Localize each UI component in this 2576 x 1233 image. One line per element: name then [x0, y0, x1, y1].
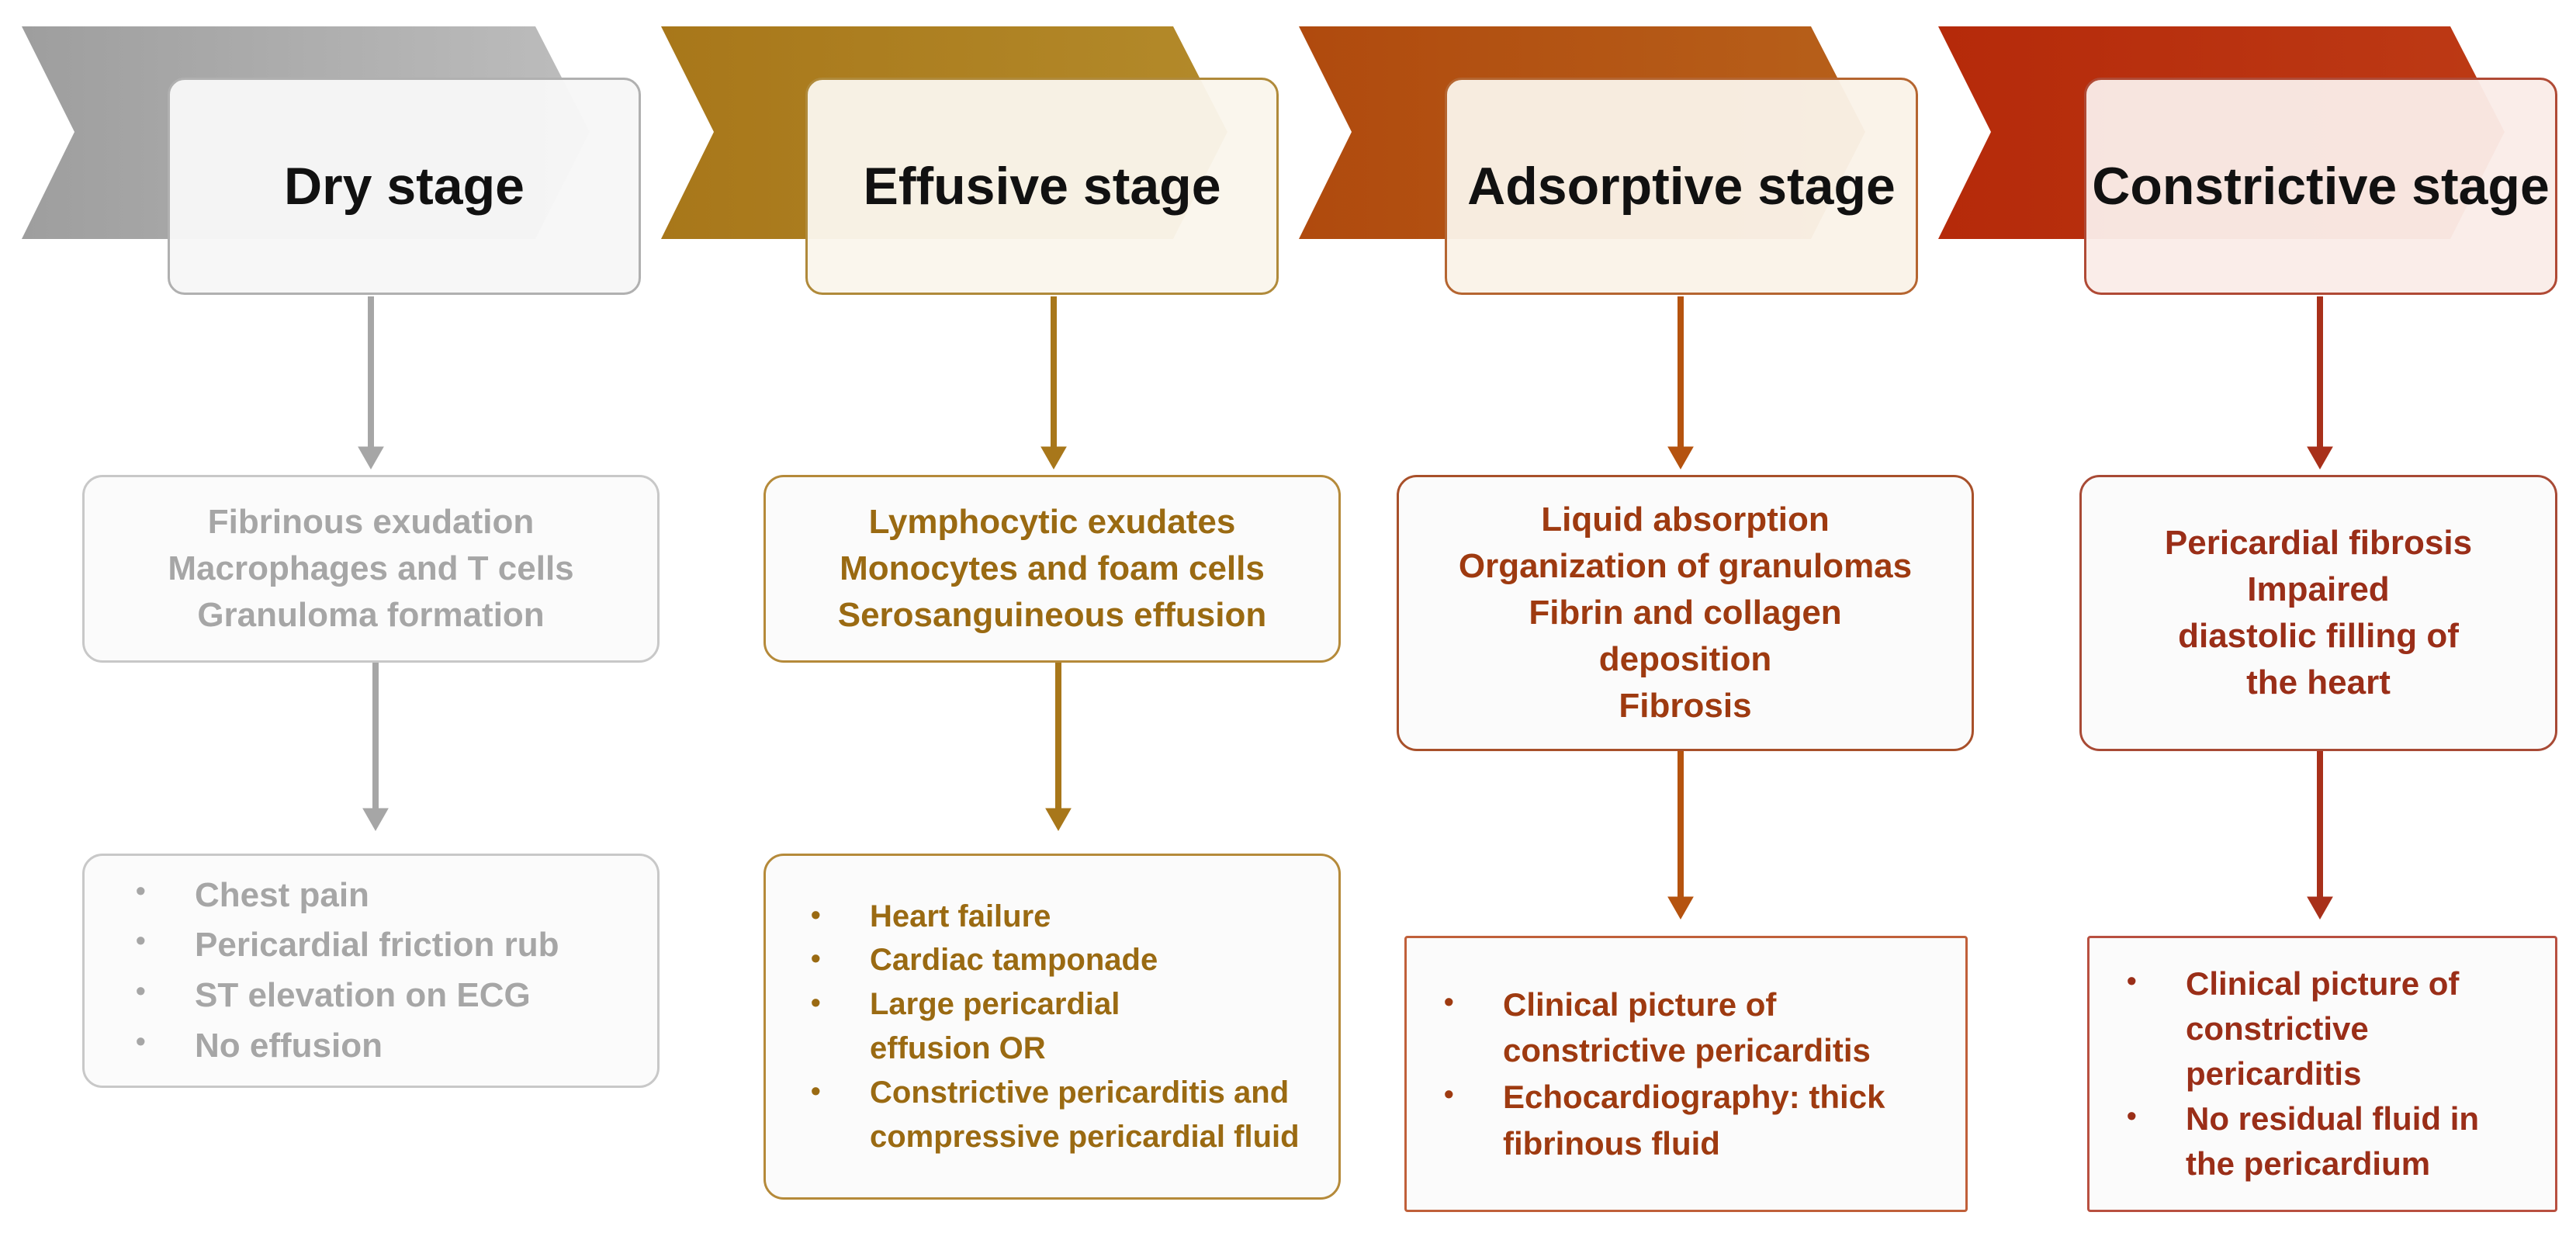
dry-stage-title-text: Dry stage — [284, 156, 525, 216]
dry-findings-box: Fibrinous exudation Macrophages and T ce… — [82, 475, 660, 663]
dry-clinical-item: •Pericardial friction rub — [136, 924, 559, 965]
effusive-finding-2: Monocytes and foam cells — [840, 549, 1265, 588]
effusive-clinical-item: •Large pericardial effusion OR — [811, 986, 1120, 1065]
adsorptive-clinical-item: •Echocardiography: thick fibrinous fluid — [1444, 1078, 1885, 1162]
effusive-finding-1: Lymphocytic exudates — [868, 503, 1236, 542]
effusive-clinical-item: •Cardiac tamponade — [811, 942, 1158, 978]
adsorptive-stage-title-line-2: stage — [1757, 156, 1896, 216]
adsorptive-finding-3: Fibrin and collagen deposition — [1529, 594, 1842, 678]
effusive-clinical-box: •Heart failure •Cardiac tamponade •Large… — [763, 854, 1341, 1200]
dry-arrow-2 — [362, 663, 389, 832]
effusive-stage-title-text: Effusive stage — [863, 156, 1221, 216]
constrictive-clinical-item: •Clinical picture of constrictive perica… — [2127, 965, 2460, 1093]
adsorptive-findings-box: Liquid absorption Organization of granul… — [1397, 475, 1974, 751]
constrictive-arrow-2 — [2307, 751, 2333, 920]
effusive-clinical-item: •Constrictive pericarditis and compressi… — [811, 1074, 1300, 1154]
effusive-stage-title: Effusive stage — [805, 78, 1279, 295]
effusive-findings-box: Lymphocytic exudates Monocytes and foam … — [763, 475, 1341, 663]
adsorptive-arrow-1 — [1667, 296, 1694, 470]
constrictive-finding-1: Pericardial fibrosis — [2164, 524, 2473, 563]
adsorptive-stage-title-line-1: Adsorptive — [1467, 156, 1743, 216]
adsorptive-stage-title: Adsorptive stage — [1445, 78, 1918, 295]
effusive-finding-3: Serosanguineous effusion — [837, 595, 1267, 634]
dry-clinical-box: •Chest pain •Pericardial friction rub •S… — [82, 854, 660, 1088]
constrictive-clinical-box: •Clinical picture of constrictive perica… — [2087, 936, 2557, 1212]
constrictive-stage-title: Constrictive stage — [2084, 78, 2557, 295]
dry-clinical-item: •Chest pain — [136, 874, 369, 914]
constrictive-clinical-item: •No residual fluid in the pericardium — [2127, 1099, 2480, 1182]
dry-finding-1: Fibrinous exudation — [207, 503, 535, 542]
dry-clinical-item: •ST elevation on ECG — [136, 975, 531, 1014]
constrictive-findings-box: Pericardial fibrosis Impaired diastolic … — [2079, 475, 2557, 751]
dry-arrow-1 — [358, 296, 384, 470]
adsorptive-finding-4: Fibrosis — [1619, 686, 1752, 725]
constrictive-finding-2: Impaired diastolic filling of the heart — [2178, 570, 2459, 701]
effusive-arrow-2 — [1045, 663, 1072, 832]
dry-clinical-item: •No effusion — [136, 1024, 383, 1065]
dry-finding-2: Macrophages and T cells — [168, 549, 574, 588]
dry-stage-title: Dry stage — [168, 78, 641, 295]
constrictive-stage-title-line-2: stage — [2412, 156, 2550, 216]
adsorptive-finding-1: Liquid absorption — [1541, 500, 1830, 539]
adsorptive-finding-2: Organization of granulomas — [1458, 547, 1913, 586]
effusive-arrow-1 — [1040, 296, 1067, 470]
constrictive-stage-title-line-1: Constrictive — [2092, 156, 2398, 216]
dry-finding-3: Granuloma formation — [197, 595, 545, 634]
effusive-clinical-item: •Heart failure — [811, 898, 1051, 933]
adsorptive-clinical-box: •Clinical picture of constrictive perica… — [1404, 936, 1968, 1212]
adsorptive-arrow-2 — [1667, 751, 1694, 920]
constrictive-arrow-1 — [2307, 296, 2333, 470]
adsorptive-clinical-item: •Clinical picture of constrictive perica… — [1444, 985, 1871, 1069]
